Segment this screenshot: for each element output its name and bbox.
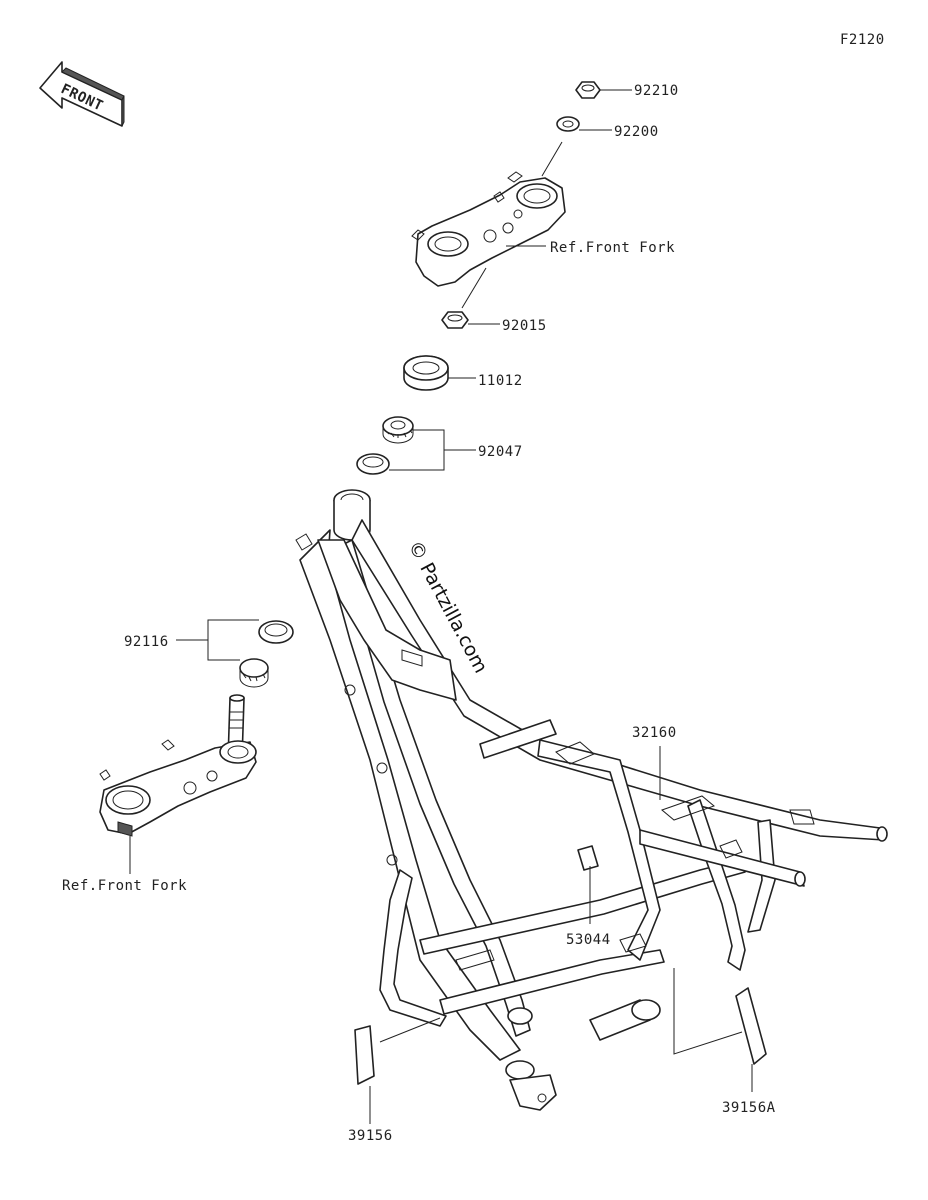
nut-92210-part[interactable]	[575, 81, 632, 99]
callout-upper-ref-front-fork[interactable]: Ref.Front Fork	[550, 240, 675, 256]
seal-11012-part[interactable]	[403, 355, 476, 391]
pad-39156-part[interactable]	[354, 1017, 441, 1124]
callout-92210[interactable]: 92210	[634, 83, 679, 99]
upper-triple-clamp[interactable]	[411, 141, 566, 287]
pad-39156a-part[interactable]	[673, 968, 767, 1092]
callout-92047[interactable]: 92047	[478, 444, 523, 460]
callout-39156[interactable]: 39156	[348, 1128, 393, 1144]
nut-92015-part[interactable]	[441, 267, 500, 329]
bearing-92116-part[interactable]	[176, 619, 294, 688]
washer-92200-part[interactable]	[556, 116, 612, 132]
callout-lower-ref-front-fork[interactable]: Ref.Front Fork	[62, 878, 187, 894]
main-frame-32160[interactable]	[295, 489, 888, 1111]
bracket-53044-part[interactable]	[577, 845, 599, 924]
callout-39156a[interactable]: 39156A	[722, 1100, 776, 1116]
callout-11012[interactable]: 11012	[478, 373, 523, 389]
diagram-code: F2120	[840, 32, 885, 48]
callout-53044[interactable]: 53044	[566, 932, 611, 948]
callout-92116[interactable]: 92116	[124, 634, 169, 650]
callout-92015[interactable]: 92015	[502, 318, 547, 334]
bearing-92047-part[interactable]	[356, 416, 476, 475]
callout-32160[interactable]: 32160	[632, 725, 677, 741]
lower-triple-clamp[interactable]	[99, 694, 257, 874]
callout-92200[interactable]: 92200	[614, 124, 659, 140]
front-arrow-icon: FRONT	[39, 61, 125, 127]
